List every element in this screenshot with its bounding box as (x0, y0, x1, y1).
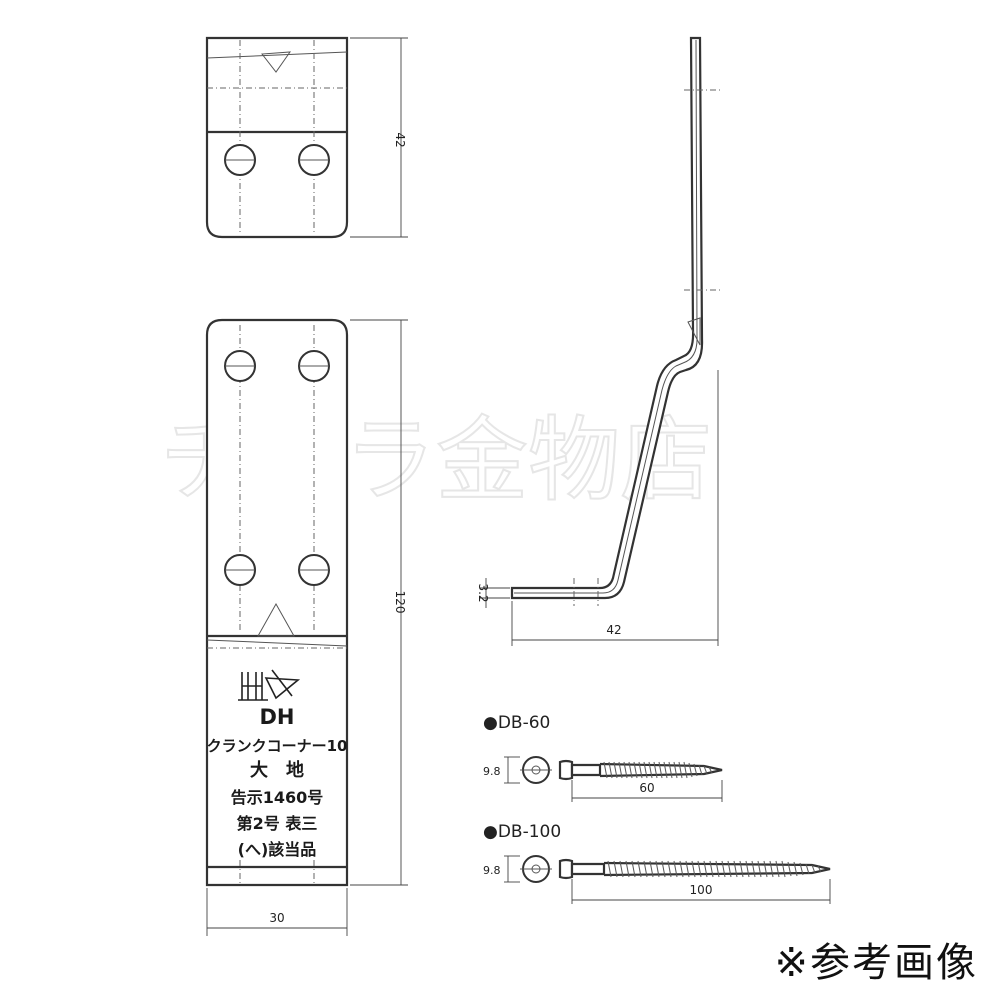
side-view-bend-wedge (687, 317, 701, 346)
screw-thread (603, 761, 713, 779)
stamp-notice-line-2: 第2号 表三 (237, 814, 318, 833)
screw-length: 100 (690, 883, 713, 897)
side-view-profile (510, 36, 704, 600)
side-view-width-dimension: 42 (606, 623, 621, 637)
screw-label: ●DB-100 (483, 822, 561, 842)
front-view-width-dimension: 30 (269, 911, 284, 925)
stamp-notice-line-3: (へ)該当品 (238, 840, 317, 859)
screw-db-100: ●DB-100 9.8 100 (483, 822, 831, 904)
reference-image-note: ※参考画像 (774, 940, 978, 986)
front-view-edge-line (206, 639, 348, 647)
screw-head-diameter: 9.8 (483, 864, 501, 877)
top-view-edge-line (206, 51, 348, 59)
top-view-triangle-mark (261, 51, 292, 73)
stamp-product-name: クランクコーナー10 (207, 737, 348, 755)
screw-label: ●DB-60 (483, 713, 550, 733)
stamp-notice-line-1: 告示1460号 (231, 788, 324, 807)
screw-thread (607, 860, 822, 878)
stamp-brand: DH (259, 705, 294, 729)
stamp-maker: 大 地 (250, 759, 304, 781)
front-view-triangle-mark (257, 602, 295, 637)
screw-head-diameter: 9.8 (483, 765, 501, 778)
screw-length: 60 (639, 781, 654, 795)
screw-shank (570, 763, 602, 777)
screw-head-side (558, 759, 574, 781)
maker-logo-icon (238, 669, 301, 701)
front-view: DH クランクコーナー10 大 地 告示1460号 第2号 表三 (へ)該当品 … (205, 318, 408, 936)
screw-shank (570, 862, 606, 876)
top-view-plate (205, 36, 349, 239)
side-view-thickness-dimension: 3.2 (476, 583, 490, 602)
screw-db-60: ●DB-60 9.8 60 (483, 713, 723, 802)
side-view: 3.2 42 (476, 36, 720, 646)
top-view-height-dimension: 42 (393, 132, 407, 147)
top-view: 42 (205, 36, 408, 239)
front-view-height-dimension: 120 (393, 591, 407, 614)
front-view-plate (205, 318, 349, 887)
screw-head-side (558, 858, 574, 880)
